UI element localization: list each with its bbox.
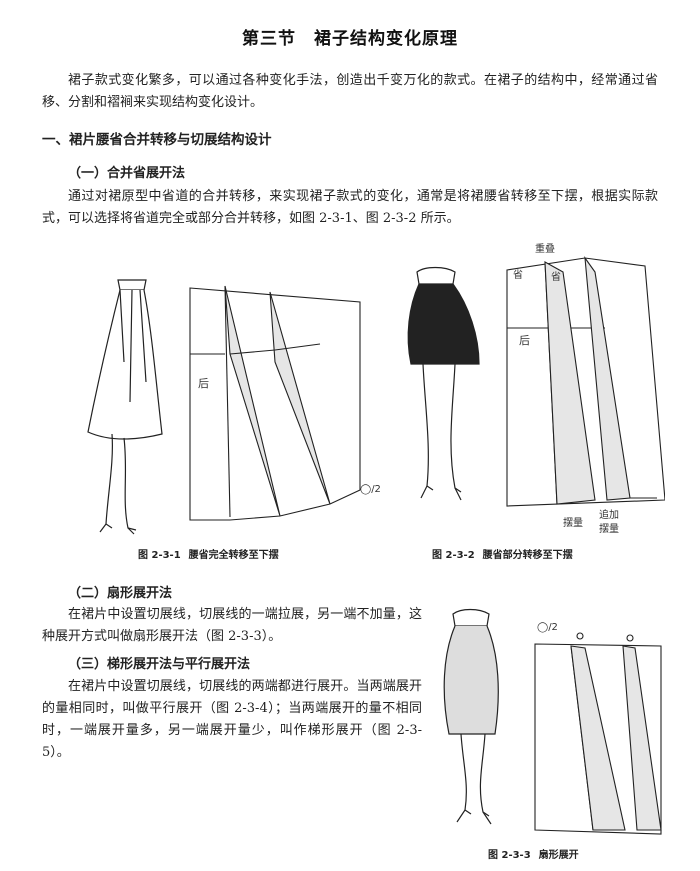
pattern-2-3-2	[506, 256, 665, 507]
subsection-heading-3: （三）梯形展开法与平行展开法	[68, 657, 251, 672]
pattern-2-3-1	[189, 285, 361, 521]
label-add-2: 摆量	[599, 522, 619, 535]
label-add-1: 追加	[599, 508, 619, 521]
subsection-text-1: 通过对裙原型中省道的合并转移，来实现裙子款式的变化，通常是将裙腰省转移至下摆，根…	[42, 189, 658, 226]
label-overlap: 重叠	[535, 242, 555, 255]
label-back-2: 后	[519, 334, 530, 347]
figure-2-3-1: 后 ◯/2	[87, 279, 381, 535]
label-back-1: 后	[198, 377, 209, 390]
label-dart-1: 省	[513, 268, 523, 281]
page-title: 第三节裙子结构变化原理	[0, 24, 700, 49]
pattern-2-3-3	[534, 632, 662, 835]
label-half-3: ◯/2	[537, 622, 558, 633]
straight-skirt-figure	[407, 266, 480, 501]
flared-skirt-figure	[87, 279, 163, 535]
subsection-text-2: 在裙片中设置切展线，切展线的一端拉展，另一端不加量，这种展开方式叫做扇形展开法（…	[42, 607, 422, 644]
label-dart-2: 省	[551, 270, 561, 283]
figure-2-3-3: ◯/2	[443, 608, 662, 835]
subsection-heading-2: （二）扇形展开法	[68, 586, 173, 601]
section-name: 裙子结构变化原理	[314, 29, 458, 49]
subsection-heading-1: （一）合并省展开法	[68, 166, 186, 181]
label-half-1: ◯/2	[360, 484, 381, 495]
pencil-skirt-figure	[443, 608, 499, 825]
subsection-text-3: 在裙片中设置切展线，切展线的两端都进行展开。当两端展开的量相同时，叫做平行展开（…	[42, 679, 422, 760]
section-heading: 一、裙片腰省合并转移与切展结构设计	[42, 132, 272, 148]
section-number: 第三节	[242, 29, 296, 49]
intro-paragraph: 裙子款式变化繁多，可以通过各种变化手法，创造出千变万化的款式。在裙子的结构中，经…	[42, 73, 658, 110]
figure-2-3-2: 重叠 省 省 后 摆量 追加 摆量	[407, 242, 665, 535]
label-hem: 摆量	[563, 516, 583, 529]
